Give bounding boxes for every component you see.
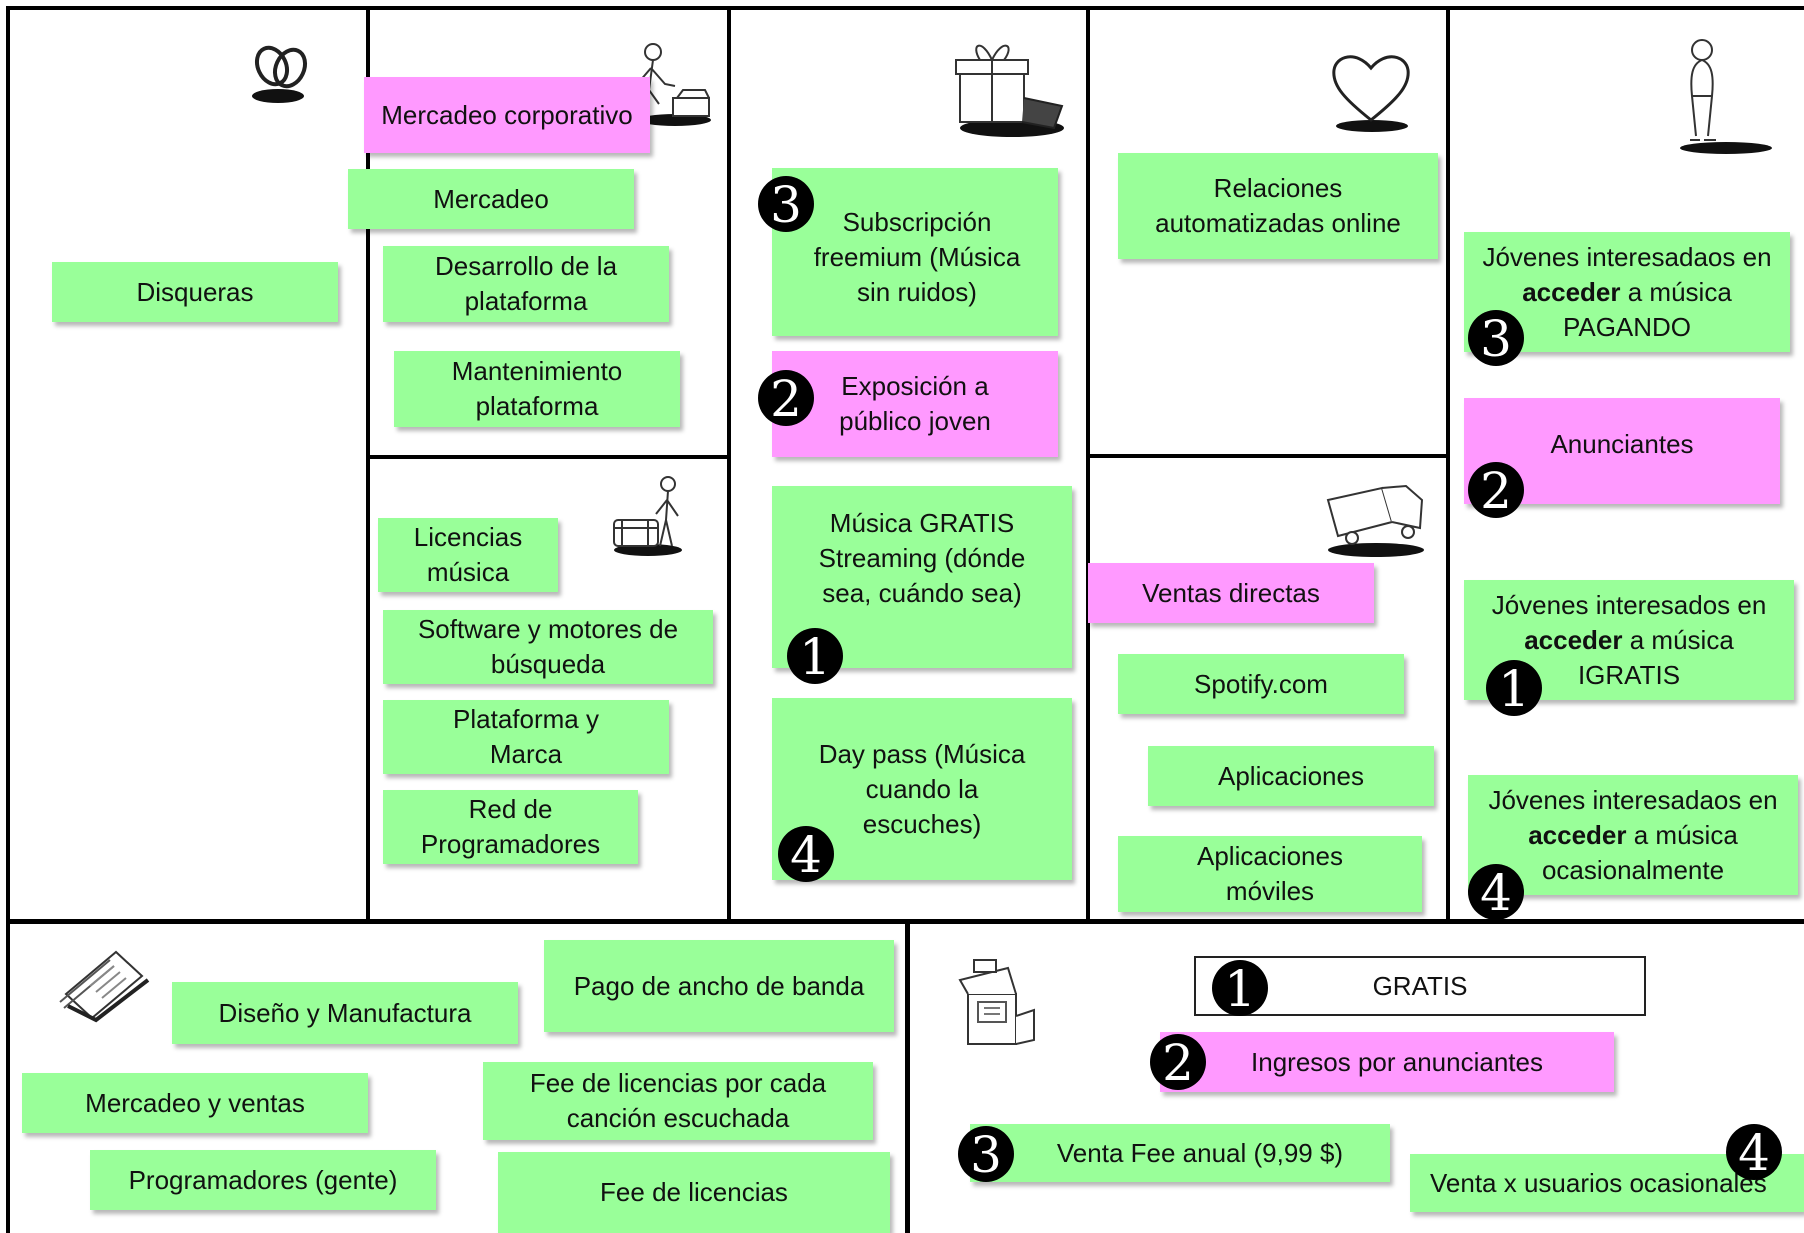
- priority-number-badge: 3: [1468, 310, 1524, 368]
- channel-note: Spotify.com: [1118, 654, 1404, 714]
- segment-line: Jóvenes interesados en: [1491, 589, 1767, 620]
- priority-number-badge: 4: [778, 826, 834, 884]
- document-pages-icon: [59, 950, 150, 1023]
- worker-machine-icon: [613, 476, 682, 556]
- value-prop-note: Subscripción freemium (Música sin ruidos…: [772, 168, 1058, 336]
- priority-number-badge: 2: [1150, 1034, 1206, 1092]
- divider-partners-activities: [366, 6, 370, 921]
- segment-text: a música ocasionalmente: [1541, 819, 1738, 885]
- divider-activities-value: [727, 6, 731, 921]
- value-prop-text: Day pass (Música cuando la escuches): [818, 738, 1026, 839]
- segment-text: a música IGRATIS: [1577, 624, 1734, 690]
- cost-note: Fee de licencias: [498, 1152, 890, 1233]
- divider-relationships-channels: [1086, 454, 1450, 458]
- cost-note: Pago de ancho de banda: [544, 940, 894, 1032]
- priority-number-badge: 4: [1468, 864, 1524, 922]
- value-prop-note: Day pass (Música cuando la escuches): [772, 698, 1072, 880]
- priority-number-badge: 4: [1726, 1124, 1782, 1182]
- canvas-border-left: [6, 6, 10, 1233]
- key-activity-note: Mercadeo corporativo: [364, 77, 650, 153]
- key-resource-note: Software y motores de búsqueda: [383, 610, 713, 684]
- customer-segment-note: Anunciantes: [1464, 398, 1780, 504]
- priority-number-badge: 3: [758, 176, 814, 234]
- channel-note: Ventas directas: [1088, 563, 1374, 623]
- cash-register-icon: [958, 959, 1035, 1045]
- segment-emphasis: acceder: [1522, 276, 1621, 307]
- segment-line: Jóvenes interesadaos en: [1482, 241, 1772, 272]
- revenue-stream-note: Ingresos por anunciantes: [1160, 1032, 1614, 1092]
- gift-box-icon: [955, 44, 1064, 137]
- cost-note: Fee de licencias por cada canción escuch…: [483, 1062, 873, 1140]
- value-prop-note: Exposición a público joven: [772, 351, 1058, 457]
- revenue-stream-note: Venta Fee anual (9,99 $): [970, 1124, 1390, 1182]
- priority-number-badge: 1: [1212, 960, 1268, 1018]
- value-prop-text: Subscripción freemium (Música sin ruidos…: [813, 206, 1021, 307]
- person-building-icon: [638, 43, 711, 126]
- divider-relationships-segments: [1446, 6, 1450, 921]
- priority-number-badge: 1: [787, 628, 843, 686]
- cost-note: Programadores (gente): [90, 1150, 436, 1210]
- value-prop-text: Exposición a público joven: [839, 371, 991, 436]
- delivery-truck-icon: [1326, 484, 1424, 557]
- standing-person-icon: [1680, 39, 1772, 154]
- divider-activities-resources: [366, 455, 731, 459]
- heart-icon: [1332, 55, 1410, 132]
- linked-rings-icon: [252, 45, 308, 103]
- key-activity-note: Mercadeo: [348, 169, 634, 229]
- key-resource-note: Red de Programadores: [383, 790, 638, 864]
- customer-segment-note: Jóvenes interesadaos en acceder a música…: [1464, 232, 1790, 352]
- segment-line: acceder a música IGRATIS: [1474, 623, 1784, 693]
- cost-note: Mercadeo y ventas: [22, 1073, 368, 1133]
- priority-number-badge: 1: [1486, 660, 1542, 718]
- priority-number-badge: 2: [1468, 462, 1524, 520]
- priority-number-badge: 3: [958, 1126, 1014, 1184]
- segment-text: a música PAGANDO: [1562, 276, 1732, 342]
- value-prop-text: Música GRATIS Streaming (dónde sea, cuán…: [818, 508, 1026, 608]
- segment-line: acceder a música ocasionalmente: [1478, 818, 1788, 888]
- key-activity-note: Desarrollo de la plataforma: [383, 246, 669, 322]
- priority-number-badge: 2: [758, 370, 814, 428]
- key-partner-note: Disqueras: [52, 262, 338, 322]
- divider-value-relationships: [1086, 6, 1090, 921]
- revenue-stream-note: GRATIS: [1194, 956, 1646, 1016]
- divider-cost-revenue: [905, 919, 910, 1233]
- key-resource-note: Licencias música: [378, 518, 558, 592]
- channel-note: Aplicaciones: [1148, 746, 1434, 806]
- customer-segment-note: Jóvenes interesadaos en acceder a música…: [1468, 775, 1798, 895]
- channel-note: Aplicaciones móviles: [1118, 836, 1422, 912]
- cost-note: Diseño y Manufactura: [172, 982, 518, 1044]
- segment-line: acceder a música PAGANDO: [1474, 275, 1780, 345]
- relationship-note: Relaciones automatizadas online: [1118, 153, 1438, 259]
- segment-line: Jóvenes interesadaos en: [1488, 784, 1778, 815]
- key-activity-note: Mantenimiento plataforma: [394, 351, 680, 427]
- key-resource-note: Plataforma y Marca: [383, 700, 669, 774]
- canvas-border-top: [6, 6, 1804, 10]
- segment-emphasis: acceder: [1528, 819, 1627, 850]
- segment-emphasis: acceder: [1524, 624, 1623, 655]
